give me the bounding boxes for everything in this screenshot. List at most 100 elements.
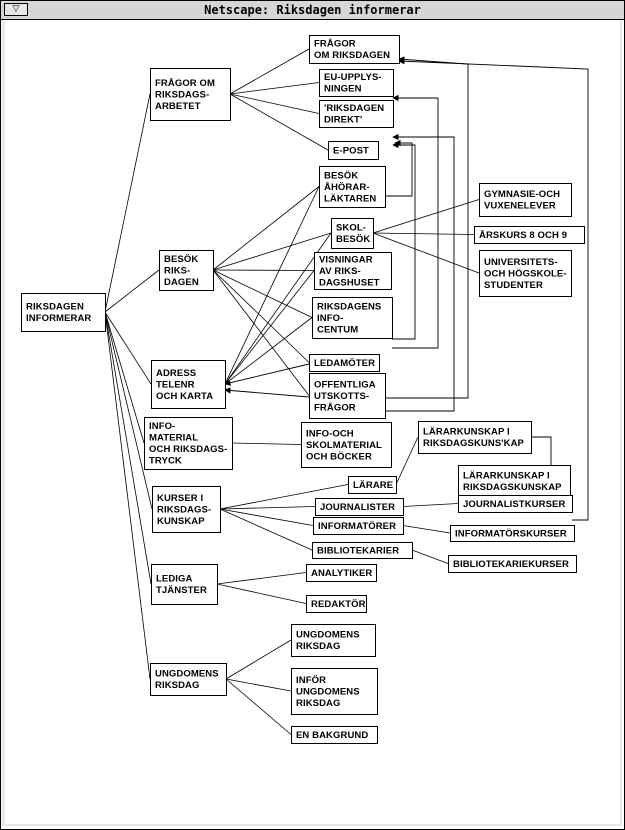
node-box xyxy=(331,218,374,249)
node-epost[interactable]: E-POST xyxy=(328,141,379,160)
edge-root-besok_riksdagen xyxy=(104,269,160,313)
node-label-line: FRÅGOR OM xyxy=(155,78,215,89)
conn-infocentum-eu xyxy=(392,94,439,349)
node-redaktor[interactable]: REDAKTÖR xyxy=(306,595,367,613)
node-label-line: LÄKTAREN xyxy=(324,193,376,204)
node-analytiker[interactable]: ANALYTIKER xyxy=(306,564,377,582)
node-box xyxy=(418,421,532,454)
node-box xyxy=(291,668,378,715)
node-box xyxy=(319,100,394,128)
node-journalister[interactable]: JOURNALISTER xyxy=(315,498,404,516)
node-box xyxy=(458,465,571,498)
edge-adress-visningar xyxy=(224,270,315,385)
node-label-line: RIKSDAGENS xyxy=(317,301,381,312)
edge-lediga-analytiker xyxy=(216,572,307,585)
node-arskurs[interactable]: ÅRSKURS 8 OCH 9 xyxy=(474,226,585,244)
node-label-line: ÅRSKURS 8 OCH 9 xyxy=(479,230,567,241)
edge-fragor_arbetet-direkt xyxy=(229,93,320,114)
node-label-line: DAGSHUSET xyxy=(319,277,380,288)
node-label-line: RIKSDAG xyxy=(296,698,341,709)
node-label-line: SKOLMATERIAL xyxy=(306,440,382,451)
node-label-line: VISNINGAR xyxy=(319,254,373,265)
node-larare[interactable]: LÄRARE xyxy=(348,476,397,494)
node-label-line: JOURNALISTER xyxy=(320,502,395,513)
node-label-line: INFORMATÖRER xyxy=(318,521,396,532)
node-box xyxy=(151,360,226,409)
node-bibliotekarier[interactable]: BIBLIOTEKARIER xyxy=(312,542,413,559)
node-box xyxy=(291,726,378,744)
edge-lediga-redaktor xyxy=(216,583,307,604)
node-label-line: 'RIKSDAGEN xyxy=(324,103,384,114)
node-box xyxy=(21,293,106,332)
edge-root-fragor_arbetet xyxy=(104,93,151,313)
node-label-line: STUDENTER xyxy=(484,280,543,291)
node-label-line: ADRESS xyxy=(156,368,196,379)
node-label-line: OM RIKSDAGEN xyxy=(314,50,390,61)
edge-larare-lararkunskap1 xyxy=(395,436,419,485)
edge-skolbesok-arskurs xyxy=(372,232,475,235)
node-eu[interactable]: EU-UPPLYS-NINGEN xyxy=(319,69,394,97)
node-informatorskurser[interactable]: INFORMATÖRSKURSER xyxy=(450,525,575,542)
edge-root-lediga xyxy=(104,311,152,585)
conn-offentliga-adress xyxy=(224,387,310,398)
node-label-line: UNGDOMENS xyxy=(296,686,360,697)
edge-root-ungdomens xyxy=(104,311,151,680)
node-label-line: OCH RIKSDAGS- xyxy=(149,444,227,455)
window-menu-button[interactable]: ▽ xyxy=(4,3,28,16)
node-box xyxy=(474,226,585,244)
edge-kurser-informatorer xyxy=(219,508,314,526)
edge-besok_riksdagen-infocentum xyxy=(212,269,313,318)
node-label-line: INFORMATÖRSKURSER xyxy=(455,528,567,539)
node-label-line: RIKSDAGS- xyxy=(157,504,211,515)
node-journalistkurser[interactable]: JOURNALISTKURSER xyxy=(458,495,573,513)
node-box xyxy=(312,542,413,559)
edge-root-kurser xyxy=(104,311,153,510)
node-box xyxy=(450,525,575,542)
node-label-line: KURSER I xyxy=(157,493,203,504)
edge-fragor_arbetet-epost xyxy=(229,93,329,151)
node-label-line: INFO-OCH xyxy=(306,428,354,439)
node-bakgrund[interactable]: EN BAKGRUND xyxy=(291,726,378,744)
node-universitet[interactable]: UNIVERSITETS-OCH HÖGSKOLE-STUDENTER xyxy=(479,250,572,297)
node-label-line: RIKSDAGSKUNS'KAP xyxy=(423,438,525,449)
node-label-line: KUNSKAP xyxy=(157,516,205,527)
edge-journalister-journalistkurser xyxy=(402,503,459,507)
edge-besok_riksdagen-ledamoter xyxy=(212,269,310,363)
node-label-line: RIKS- xyxy=(164,265,190,276)
node-label-line: ÅHÖRAR- xyxy=(324,182,370,193)
node-bibliotekariekurser[interactable]: BIBLIOTEKARIEKURSER xyxy=(448,555,577,573)
edge-adress-skolbesok xyxy=(224,232,332,385)
node-ledamoter[interactable]: LEDAMÖTER xyxy=(309,354,380,372)
node-label-line: DAGEN xyxy=(164,277,199,288)
edge-informatorer-informatorskurser xyxy=(402,525,451,534)
node-informatorer[interactable]: INFORMATÖRER xyxy=(313,517,404,535)
node-skolbesok[interactable]: SKOL-BESÖK xyxy=(331,218,374,249)
node-label-line: BIBLIOTEKARIEKURSER xyxy=(453,559,569,570)
menu-arrow-icon: ▽ xyxy=(12,4,20,14)
node-box xyxy=(312,297,393,339)
node-label-line: UTSKOTTS- xyxy=(314,391,369,402)
edge-root-adress xyxy=(104,311,152,385)
